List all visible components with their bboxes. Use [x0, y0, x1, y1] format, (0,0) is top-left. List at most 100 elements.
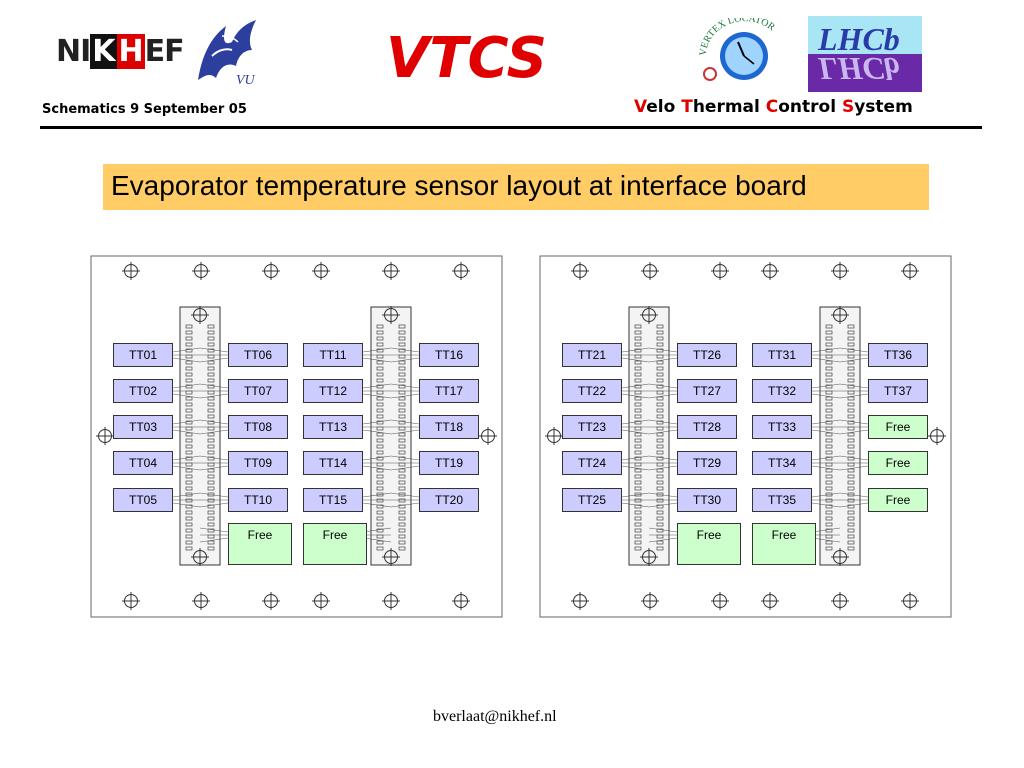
board-1-connector-left-pin-l	[185, 348, 193, 353]
board-1-connector-right-pin-l	[376, 492, 384, 497]
sensor-tt31: TT31	[752, 343, 812, 367]
board-1-connector-left-pin-r	[207, 348, 215, 353]
board-2-connector-right-pin-l	[825, 480, 833, 485]
board-2-connector-left-pin-r	[656, 504, 664, 509]
board-2-connector-left-pin-l	[634, 372, 642, 377]
board-1-wire-14-0	[362, 455, 392, 461]
board-2-connector-left-pin-r	[656, 372, 664, 377]
board-1-connector-right-pin-l	[376, 330, 384, 335]
board-1-wire-7-2	[199, 429, 229, 435]
board-2-free-slot: Free	[677, 523, 741, 565]
board-2-connector-right-pin-r	[847, 348, 855, 353]
board-1-connector-left-pin-l	[185, 336, 193, 341]
board-2-connector-left-pin-l	[634, 492, 642, 497]
board-2-connector-left-pin-l	[634, 474, 642, 479]
board-1-connector-right-pin-r	[398, 504, 406, 509]
board-2-connector-left-pin-l	[634, 546, 642, 551]
board-1-connector-right-pin-l	[376, 504, 384, 509]
board-1-connector-right-pin-r	[398, 384, 406, 389]
board-1-connector-right-pin-l	[376, 324, 384, 329]
board-2-connector-left-pin-l	[634, 450, 642, 455]
board-2-wire-11-2	[811, 357, 841, 363]
board-1-connector-right-pin-r	[398, 402, 406, 407]
board-2-connector-left-pin-r	[656, 408, 664, 413]
board-2-connector-left-pin-l	[634, 330, 642, 335]
board-2-connector-left-pin-r	[656, 498, 664, 503]
sensor-tt17: TT17	[419, 379, 479, 403]
date-line: Schematics 9 September 05	[42, 102, 247, 117]
board-2-connector-left-pin-l	[634, 336, 642, 341]
board-1-wire-5-2	[199, 357, 229, 363]
board-2-connector-right-pin-r	[847, 498, 855, 503]
board-2-free-slot: Free	[752, 523, 816, 565]
board-1-wire-0-2	[172, 357, 201, 363]
board-2-connector-left-pin-r	[656, 516, 664, 521]
board-2-connector-right-pin-l	[825, 438, 833, 443]
board-1-wire-11-2	[362, 357, 392, 363]
board-1-connector-right-pin-l	[376, 414, 384, 419]
board-2-connector-left-pin-r	[656, 438, 664, 443]
sensor-tt36: TT36	[868, 343, 928, 367]
logo-part-k: K	[90, 34, 117, 69]
board-2-connector-right-pin-l	[825, 402, 833, 407]
board-1-wire-10-2	[199, 537, 229, 543]
board-1-connector-left-pin-r	[207, 450, 215, 455]
board-1-connector-right-pin-l	[376, 468, 384, 473]
board-1-connector-right-pin-r	[398, 336, 406, 341]
board-2-connector-left-pin-l	[634, 498, 642, 503]
system-name: Velo Thermal Control System	[634, 97, 913, 117]
board-2-connector-left-pin-l	[634, 528, 642, 533]
board-2-connector-right-pin-r	[847, 492, 855, 497]
board-2-connector-right-pin-l	[825, 456, 833, 461]
board-1-connector-left-pin-r	[207, 366, 215, 371]
board-1-connector-right-pin-l	[376, 408, 384, 413]
board-2-connector-right-pin-r	[847, 366, 855, 371]
board-2-connector-left-pin-r	[656, 336, 664, 341]
board-2-connector-right-pin-r	[847, 510, 855, 515]
board-2-free-slot: Free	[868, 415, 928, 439]
board-2-connector-left-pin-r	[656, 444, 664, 449]
board-2-connector-left-pin-r	[656, 540, 664, 545]
sensor-tt04: TT04	[113, 451, 173, 475]
board-1-connector-left-pin-r	[207, 402, 215, 407]
board-1-connector-left-pin-r	[207, 360, 215, 365]
board-1-connector-left-pin-l	[185, 396, 193, 401]
sensor-tt05: TT05	[113, 488, 173, 512]
board-2-wire-8-2	[648, 465, 678, 471]
board-2-connector-right-pin-r	[847, 414, 855, 419]
board-1-connector-right-pin-r	[398, 534, 406, 539]
board-1-wire-6-0	[199, 383, 229, 389]
board-2-connector-left-pin-r	[656, 432, 664, 437]
board-2-wire-19-2	[839, 429, 869, 435]
board-1-connector-left-pin-l	[185, 438, 193, 443]
board-1-wire-2-2	[172, 429, 201, 435]
board-2-wire-14-0	[811, 455, 841, 461]
board-2-connector-right-pin-r	[847, 402, 855, 407]
board-1-connector-left-pin-l	[185, 414, 193, 419]
board-1-connector-right-pin-r	[398, 516, 406, 521]
board-2-connector-left-pin-l	[634, 402, 642, 407]
board-2-connector-right-pin-l	[825, 474, 833, 479]
board-1-wire-16-2	[362, 537, 392, 543]
board-1-wire-1-0	[172, 383, 201, 389]
lhcb-logo: LHCb LHCb	[808, 16, 922, 92]
board-2-connector-left-pin-l	[634, 408, 642, 413]
board-2-wire-7-0	[648, 419, 678, 425]
board-2-connector-left-pin-l	[634, 504, 642, 509]
board-2-connector-left-pin-r	[656, 546, 664, 551]
board-1-connector-right-pin-r	[398, 372, 406, 377]
board-1-connector-right-pin-r	[398, 450, 406, 455]
board-1-connector-left-pin-r	[207, 384, 215, 389]
board-2-wire-7-2	[648, 429, 678, 435]
board-1-connector-left-pin-r	[207, 492, 215, 497]
board-2-connector-right-pin-l	[825, 378, 833, 383]
board-1-connector-left-pin-l	[185, 366, 193, 371]
board-1-connector-right-pin-l	[376, 516, 384, 521]
sensor-tt15: TT15	[303, 488, 363, 512]
board-2-connector-left-pin-r	[656, 396, 664, 401]
sensor-tt25: TT25	[562, 488, 622, 512]
board-2-connector-right-pin-r	[847, 504, 855, 509]
board-1-connector-left-pin-r	[207, 444, 215, 449]
board-2-connector-right-pin-l	[825, 414, 833, 419]
